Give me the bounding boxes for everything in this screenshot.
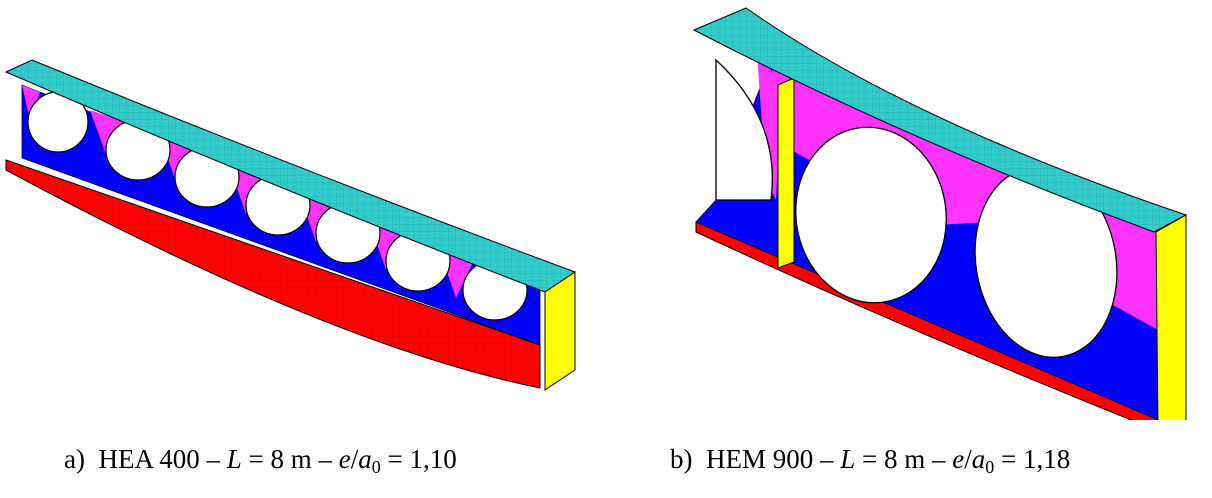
beam-figure-a: [0, 0, 600, 420]
caption-a-length-value: = 8 m: [248, 444, 312, 474]
beam-b-yield-zone-left: [756, 40, 781, 200]
beam-b-web-openings: [715, 58, 1118, 358]
caption-a: a) HEA 400 – L = 8 m – e/a0 = 1,10: [64, 444, 457, 477]
caption-a-prefix: a): [64, 444, 85, 474]
beam-figure-b: [606, 0, 1206, 420]
caption-b-length-value: = 8 m: [862, 444, 926, 474]
caption-a-ratio-sub: 0: [371, 457, 381, 477]
beam-b-end-stiffener: [1155, 214, 1187, 420]
caption-b: b) HEM 900 – L = 8 m – e/a0 = 1,18: [670, 444, 1071, 477]
beam-a-end-stiffener: [544, 271, 576, 391]
caption-b-section: HEM 900: [706, 444, 814, 474]
beam-a-web-openings: [27, 91, 528, 321]
beam-b-model: [692, 7, 1188, 420]
caption-a-length-symbol: L: [226, 444, 242, 474]
caption-a-section: HEA 400: [98, 444, 200, 474]
caption-a-ratio-value: = 1,10: [387, 444, 457, 474]
caption-a-ratio-e: e: [338, 444, 351, 474]
caption-b-prefix: b): [670, 444, 693, 474]
caption-b-ratio-value: = 1,18: [1001, 444, 1071, 474]
caption-a-ratio-a: a: [358, 444, 372, 474]
beam-b-stiffener: [777, 77, 795, 269]
caption-b-ratio-a: a: [971, 444, 986, 474]
caption-b-ratio-e: e: [952, 444, 965, 474]
beam-a-model: [4, 59, 577, 391]
caption-b-length-symbol: L: [840, 444, 856, 474]
caption-b-ratio-sub: 0: [985, 457, 995, 477]
